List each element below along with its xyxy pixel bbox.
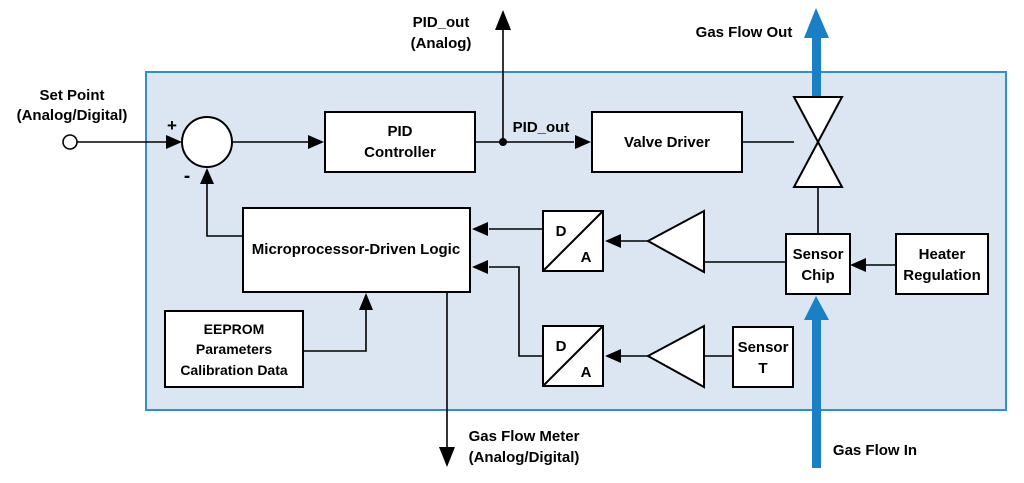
gas-flow-meter-sublabel: (Analog/Digital) [469,449,580,466]
da-converter-upper [542,210,604,272]
set-point-label: Set Point [39,87,104,104]
micro-logic-label: Microprocessor-Driven Logic [252,241,460,258]
sensor-chip-heater-arrowhead [850,258,866,272]
sensor-t-block [732,326,794,388]
logic-eeprom-arrowhead [359,293,373,310]
da-converter-lower [542,325,604,387]
da-lower-a-label: A [581,364,592,381]
pid-block-label: PID [387,123,412,140]
da-lower-input-arrowhead [605,349,621,363]
minus-sign: - [184,166,190,187]
set-point-terminal [62,134,78,150]
sensor-t-label: Sensor [738,339,789,356]
pid-out-mid-label: PID_out [513,119,570,136]
eeprom-label: EEPROM [204,321,265,337]
eeprom-calibration-label: Calibration Data [180,362,288,378]
heater-label: Heater [919,246,966,263]
sensor-chip-label: Sensor [793,246,844,263]
summing-feedback-arrowhead [200,168,214,184]
sensor-t-sublabel: T [758,360,767,377]
sensor-chip-sublabel: Chip [801,267,834,284]
pid-input-arrowhead [308,135,324,149]
pid-controller-block [324,111,476,173]
summing-junction [181,116,233,168]
logic-input-arrowhead-upper [472,222,488,236]
gas-flow-in-arrow [804,296,829,468]
summing-input-arrowhead [166,135,182,149]
pid-out-up-arrowhead [495,10,511,30]
eeprom-parameters-label: Parameters [196,341,272,357]
plus-sign: + [167,116,177,135]
da-upper-d-label: D [556,223,567,240]
logic-input-arrowhead-lower [472,260,488,274]
valve-driver-input-arrowhead [575,135,591,149]
gas-flow-meter-arrowhead [439,447,455,467]
gas-flow-out-arrow [804,8,829,100]
da-upper-a-label: A [581,249,592,266]
heater-regulation-block [895,233,989,295]
da-upper-input-arrowhead [605,234,621,248]
control-valve [792,96,844,188]
pid-out-top-label: PID_out [413,14,470,31]
micro-logic-block [242,207,471,293]
pid-block-sublabel: Controller [364,144,436,161]
amplifier-upper [645,209,705,274]
eeprom-block [164,310,304,388]
pid-out-top-sublabel: (Analog) [411,35,472,52]
gas-flow-out-label: Gas Flow Out [696,24,793,41]
da-lower-to-logic-wire [489,266,543,357]
feedback-wire [206,184,243,237]
sensor-chip-block [785,233,851,295]
valve-driver-block [591,111,743,173]
set-point-sublabel: (Analog/Digital) [17,107,128,124]
da-lower-d-label: D [556,338,567,355]
eeprom-to-logic-wire [303,310,367,352]
gas-flow-meter-label: Gas Flow Meter [469,428,580,445]
amplifier-lower [645,324,705,389]
gas-flow-in-label: Gas Flow In [833,442,917,459]
valve-driver-label: Valve Driver [624,134,710,151]
heater-sublabel: Regulation [903,267,981,284]
